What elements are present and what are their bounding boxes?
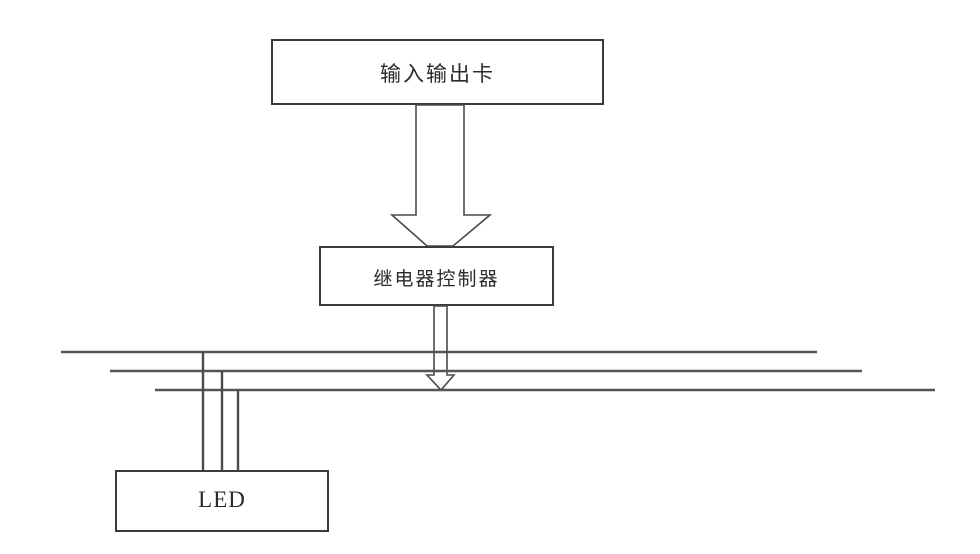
arrow-relay-to-bus bbox=[425, 305, 456, 392]
node-led-label: LED bbox=[198, 487, 246, 512]
node-io-card-label: 输入输出卡 bbox=[380, 62, 495, 86]
arrow-io-to-relay bbox=[389, 104, 493, 247]
node-relay-controller-box bbox=[319, 246, 554, 306]
node-relay-controller-label: 继电器控制器 bbox=[373, 268, 500, 290]
node-io-card-box bbox=[271, 39, 604, 105]
node-led-box bbox=[115, 470, 329, 532]
